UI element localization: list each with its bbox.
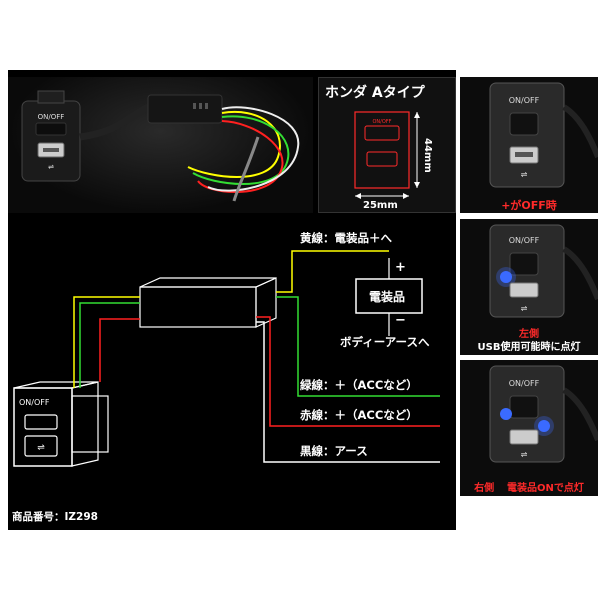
harness-illustration: ⇌ ON/OFF bbox=[21, 90, 300, 202]
width-arrow-right bbox=[403, 193, 409, 199]
side-photo-off: ⇌ ON/OFF +がOFF時 bbox=[460, 77, 598, 213]
black-wire-label: 黒線：アース bbox=[300, 444, 368, 458]
relay-vent-1 bbox=[193, 103, 196, 109]
side-photo-usb-led: ⇌ ON/OFF 左側 USB使用可能時に点灯 bbox=[460, 219, 598, 355]
usb-port bbox=[509, 282, 539, 298]
caption-left-line1: 左側 bbox=[519, 329, 539, 340]
usb-slot bbox=[515, 152, 533, 157]
body-ground-label: ボディーアースへ bbox=[340, 335, 430, 349]
switch-photo-off: ⇌ ON/OFF bbox=[489, 82, 598, 188]
switch-button bbox=[24, 414, 58, 430]
caption-right-part1: 右側 bbox=[474, 483, 495, 494]
switch-side bbox=[71, 381, 99, 467]
device-label: 電装品 bbox=[369, 290, 406, 304]
yellow-wire bbox=[187, 110, 281, 178]
red-wire-label: 赤線：＋（ACCなど） bbox=[300, 408, 418, 422]
switch-button bbox=[509, 252, 539, 276]
cable bbox=[562, 387, 598, 442]
caption-right-part2: 電装品ONで点灯 bbox=[507, 483, 584, 494]
usb-port-slot bbox=[43, 148, 59, 152]
usb-icon: ⇌ bbox=[521, 450, 528, 459]
switch-usb-port bbox=[24, 435, 58, 457]
height-arrow-top bbox=[414, 112, 420, 118]
switch-wire-red bbox=[99, 318, 140, 382]
product-photo-harness: ⇌ ON/OFF bbox=[8, 77, 313, 213]
relay-vent-3 bbox=[205, 103, 208, 109]
wire-red bbox=[256, 316, 440, 427]
dimension-drawing: ON/OFF bbox=[354, 111, 420, 199]
dimension-title: ホンダ Aタイプ bbox=[325, 85, 425, 101]
wire-green bbox=[276, 296, 440, 397]
device-plus-sign: + bbox=[395, 260, 406, 275]
white-wire bbox=[207, 106, 300, 192]
switch-diagram-label: ON/OFF bbox=[19, 398, 50, 407]
usb-port bbox=[509, 429, 539, 445]
usb-icon: ⇌ bbox=[48, 163, 54, 171]
product-code: 商品番号：IZ298 bbox=[12, 511, 98, 523]
usb-icon: ⇌ bbox=[521, 304, 528, 313]
led-left bbox=[500, 271, 512, 283]
switch-label: ON/OFF bbox=[509, 379, 540, 388]
led-right-glow bbox=[534, 416, 554, 436]
height-label: 44mm bbox=[422, 138, 433, 173]
green-wire-label: 緑線：＋（ACCなど） bbox=[300, 378, 418, 392]
switch-clip bbox=[37, 90, 65, 104]
switch-wire-yellow bbox=[73, 296, 140, 388]
wire-tie bbox=[232, 136, 260, 202]
caption-off: +がOFF時 bbox=[501, 199, 557, 212]
outline-rect bbox=[354, 111, 410, 189]
led-right bbox=[538, 420, 550, 432]
cable bbox=[562, 246, 598, 301]
switch-label: ON/OFF bbox=[38, 113, 65, 121]
usb-icon: ⇌ bbox=[521, 170, 528, 179]
black-cable bbox=[79, 103, 150, 141]
cable bbox=[562, 104, 598, 159]
led-left-glow bbox=[496, 267, 516, 287]
green-wire bbox=[192, 115, 290, 185]
width-label: 25mm bbox=[363, 200, 398, 211]
wire-yellow bbox=[276, 250, 389, 293]
height-arrow-bottom bbox=[414, 182, 420, 188]
wire-black bbox=[256, 321, 440, 463]
led-left bbox=[500, 408, 512, 420]
switch-usb-icon: ⇌ bbox=[37, 443, 45, 453]
caption-right: 右側 電装品ONで点灯 bbox=[460, 479, 598, 494]
switch-photo-usb-led: ⇌ ON/OFF bbox=[489, 224, 598, 318]
switch-button bbox=[509, 112, 539, 136]
caption-left-line2: USB使用可能時に点灯 bbox=[477, 342, 581, 353]
relay-box-side bbox=[255, 277, 277, 328]
yellow-wire-label: 黄線：電装品＋へ bbox=[300, 231, 392, 245]
relay-vent-2 bbox=[199, 103, 202, 109]
relay-box bbox=[147, 94, 223, 124]
width-arrow-left bbox=[355, 193, 361, 199]
switch-wire-green bbox=[79, 302, 140, 388]
button-outline bbox=[364, 125, 400, 141]
switch-label: ON/OFF bbox=[509, 96, 540, 105]
side-photo-device-led: ⇌ ON/OFF 右側 電装品ONで点灯 bbox=[460, 360, 598, 496]
dimension-panel: ホンダ Aタイプ ON/OFF 44mm 25mm bbox=[318, 77, 456, 213]
switch-rear-block bbox=[71, 395, 109, 453]
device-minus-sign: − bbox=[395, 313, 406, 328]
outline-switch-label: ON/OFF bbox=[372, 119, 391, 125]
relay-box-top bbox=[139, 277, 277, 288]
switch-button bbox=[509, 395, 539, 419]
switch-button bbox=[35, 122, 67, 136]
switch-photo-device-led: ⇌ ON/OFF bbox=[489, 365, 598, 463]
switch-label: ON/OFF bbox=[509, 236, 540, 245]
relay-box-front bbox=[139, 286, 257, 328]
usb-outline bbox=[366, 151, 398, 167]
